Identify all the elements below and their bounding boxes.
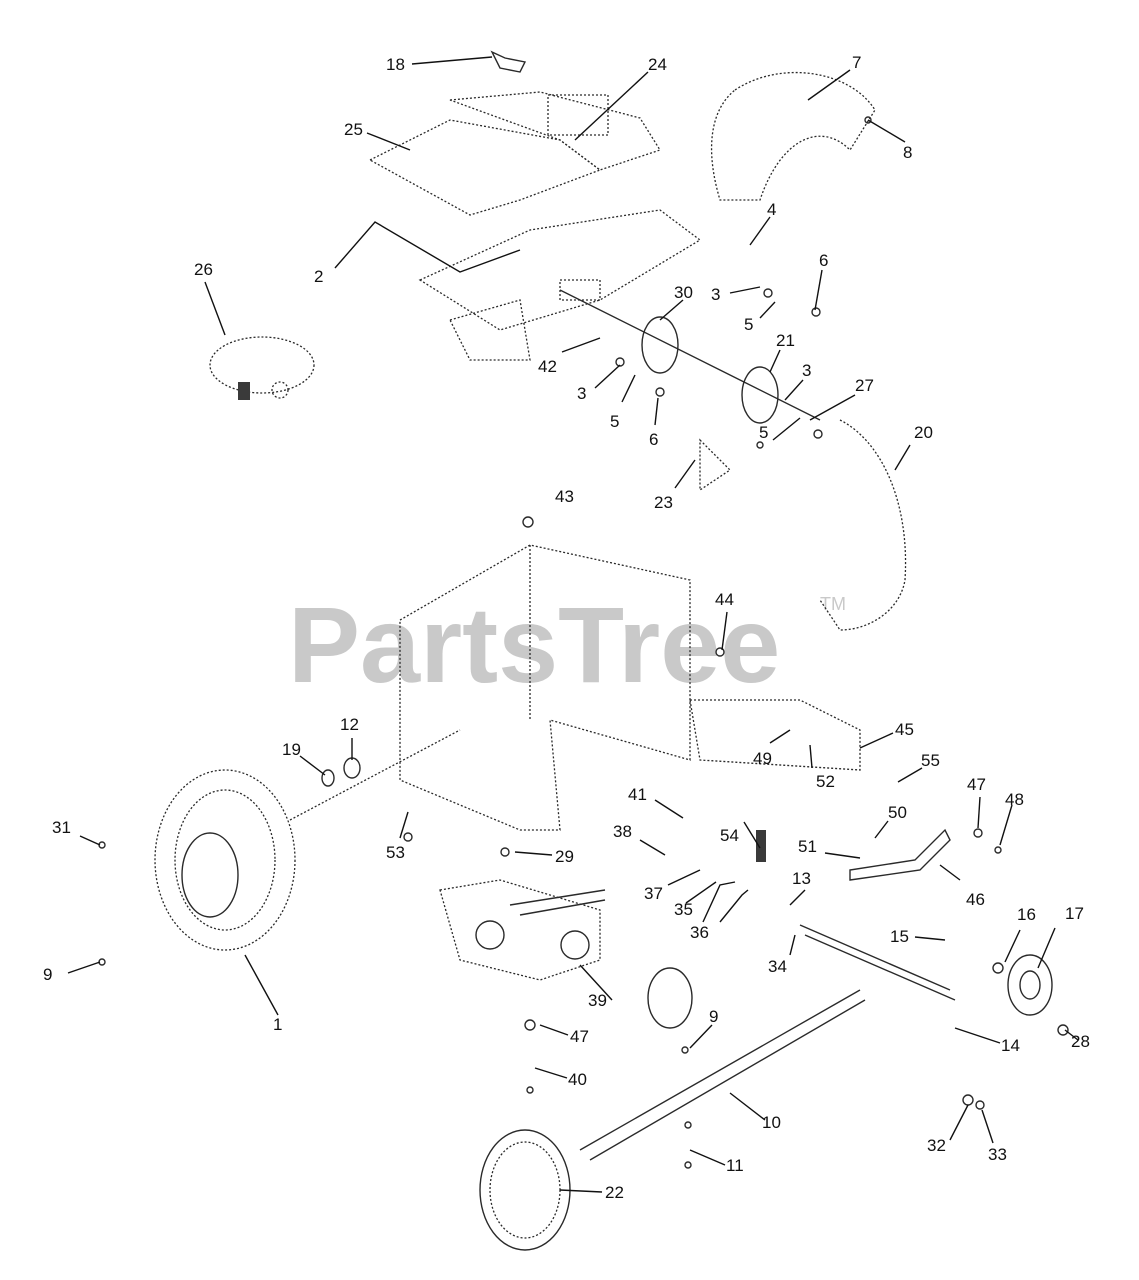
- chassis-part: [399, 544, 861, 831]
- callout-26: 26: [194, 260, 213, 279]
- auger-housing-part: [699, 419, 907, 631]
- drive-pulley-part: [1007, 954, 1053, 1016]
- callout-33: 33: [988, 1145, 1007, 1164]
- tire-part: [154, 769, 296, 951]
- callout-24: 24: [648, 55, 667, 74]
- trademark-mark: TM: [820, 594, 846, 614]
- callout-30: 30: [674, 283, 693, 302]
- callout-14: 14: [1001, 1036, 1020, 1055]
- callout-35: 35: [674, 900, 693, 919]
- watermark: PartsTree: [288, 584, 780, 705]
- callout-49: 49: [753, 749, 772, 768]
- spring-part: [756, 830, 766, 862]
- callout-4: 4: [767, 200, 776, 219]
- hex-shaft-part: [799, 924, 956, 1001]
- callout-50: 50: [888, 803, 907, 822]
- leader-lines: [67, 56, 1079, 1193]
- control-panel-part: [368, 91, 661, 216]
- callout-28: 28: [1071, 1032, 1090, 1051]
- axle-shaft-part: [289, 729, 461, 821]
- callout-32: 32: [927, 1136, 946, 1155]
- callout-9: 9: [709, 1007, 718, 1026]
- friction-wheel-part: [647, 967, 693, 1029]
- callout-34: 34: [768, 957, 787, 976]
- bushing-part: [343, 757, 361, 779]
- control-handle-part: [209, 336, 315, 400]
- transmission-part: [439, 879, 606, 981]
- callout-54: 54: [720, 826, 739, 845]
- washer-part: [321, 769, 335, 787]
- callout-5: 5: [744, 315, 753, 334]
- callout-15: 15: [890, 927, 909, 946]
- callout-42: 42: [538, 357, 557, 376]
- belt-guard-part: [711, 72, 876, 201]
- callout-7: 7: [852, 53, 861, 72]
- hardware-fasteners: [98, 116, 1069, 1169]
- callout-37: 37: [644, 884, 663, 903]
- callout-3: 3: [577, 384, 586, 403]
- callout-38: 38: [613, 822, 632, 841]
- callout-13: 13: [792, 869, 811, 888]
- callout-3: 3: [711, 285, 720, 304]
- callout-17: 17: [1065, 904, 1084, 923]
- callout-47: 47: [967, 775, 986, 794]
- drive-gear-part: [479, 1129, 571, 1251]
- callout-labels: 18 24 7 8 25 2 4 6 26 3 30 5 42 21 3 3 2…: [43, 53, 1090, 1202]
- callout-1: 1: [273, 1015, 282, 1034]
- callout-53: 53: [386, 843, 405, 862]
- callout-40: 40: [568, 1070, 587, 1089]
- callout-36: 36: [690, 923, 709, 942]
- callout-45: 45: [895, 720, 914, 739]
- callout-41: 41: [628, 785, 647, 804]
- callout-6: 6: [649, 430, 658, 449]
- callout-31: 31: [52, 818, 71, 837]
- callout-23: 23: [654, 493, 673, 512]
- callout-20: 20: [914, 423, 933, 442]
- wing-bracket-part: [490, 50, 527, 73]
- callout-6: 6: [819, 251, 828, 270]
- callout-9: 9: [43, 965, 52, 984]
- callout-11: 11: [726, 1156, 744, 1175]
- callout-12: 12: [340, 715, 359, 734]
- callout-5: 5: [610, 412, 619, 431]
- callout-47: 47: [570, 1027, 589, 1046]
- callout-2: 2: [314, 267, 323, 286]
- callout-43: 43: [555, 487, 574, 506]
- pulley-hub-part: [1019, 970, 1041, 1000]
- pulley-shaft-part: [559, 279, 821, 424]
- callout-39: 39: [588, 991, 607, 1010]
- callout-25: 25: [344, 120, 363, 139]
- callout-19: 19: [282, 740, 301, 759]
- callout-22: 22: [605, 1183, 624, 1202]
- callout-55: 55: [921, 751, 940, 770]
- shift-bracket-part: [849, 828, 951, 881]
- callout-27: 27: [855, 376, 874, 395]
- callout-48: 48: [1005, 790, 1024, 809]
- callout-21: 21: [776, 331, 795, 350]
- callout-18: 18: [386, 55, 405, 74]
- callout-29: 29: [555, 847, 574, 866]
- callout-10: 10: [762, 1113, 781, 1132]
- frame-part: [418, 209, 702, 361]
- callout-16: 16: [1017, 905, 1036, 924]
- callout-51: 51: [798, 837, 817, 856]
- long-axle-part: [579, 989, 866, 1161]
- callout-46: 46: [966, 890, 985, 909]
- callout-3: 3: [802, 361, 811, 380]
- callout-52: 52: [816, 772, 835, 791]
- callout-5: 5: [759, 423, 768, 442]
- callout-44: 44: [715, 590, 734, 609]
- callout-8: 8: [903, 143, 912, 162]
